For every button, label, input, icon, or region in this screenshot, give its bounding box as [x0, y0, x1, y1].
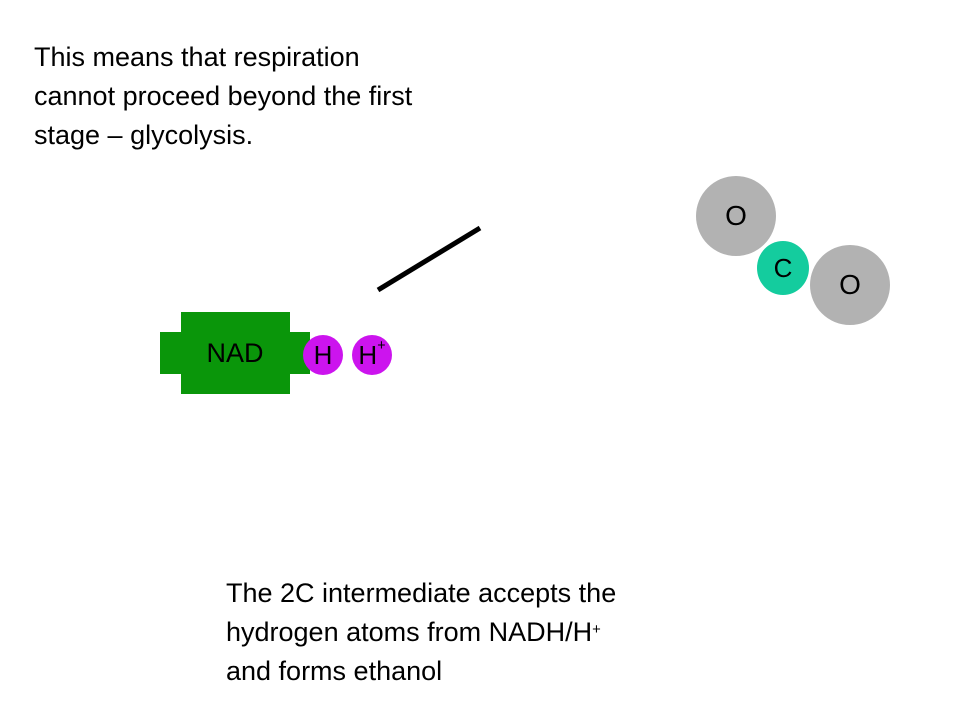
bottom-caption: The 2C intermediate accepts the hydrogen…: [226, 574, 706, 691]
oxygen-atom-2-label: O: [839, 269, 861, 300]
bottom-caption-line-3: and forms ethanol: [226, 656, 443, 686]
hydrogen-ion-label: H+: [358, 337, 386, 370]
hydrogen-atom: H: [303, 335, 343, 375]
nad-shape-horizontal: [160, 332, 310, 374]
hydrogen-ion: H+: [352, 335, 392, 375]
top-caption-line-1: This means that respiration: [34, 42, 360, 72]
oxygen-atom-1-label: O: [725, 200, 747, 231]
nad-molecule: NAD: [160, 312, 310, 394]
oxygen-atom-1: O: [696, 176, 776, 256]
hydrogen-atom-label: H: [313, 339, 333, 370]
oxygen-atom-2: O: [810, 245, 890, 325]
bottom-caption-line-1: The 2C intermediate accepts the: [226, 578, 617, 608]
carbon-atom: C: [757, 241, 809, 295]
top-caption-line-3: stage – glycolysis.: [34, 120, 254, 150]
nad-label: NAD: [206, 338, 264, 368]
bottom-caption-line-2: hydrogen atoms from NADH/H+: [226, 617, 601, 647]
carbon-atom-label: C: [773, 252, 793, 283]
top-caption: This means that respiration cannot proce…: [34, 38, 504, 155]
top-caption-line-2: cannot proceed beyond the first: [34, 81, 413, 111]
